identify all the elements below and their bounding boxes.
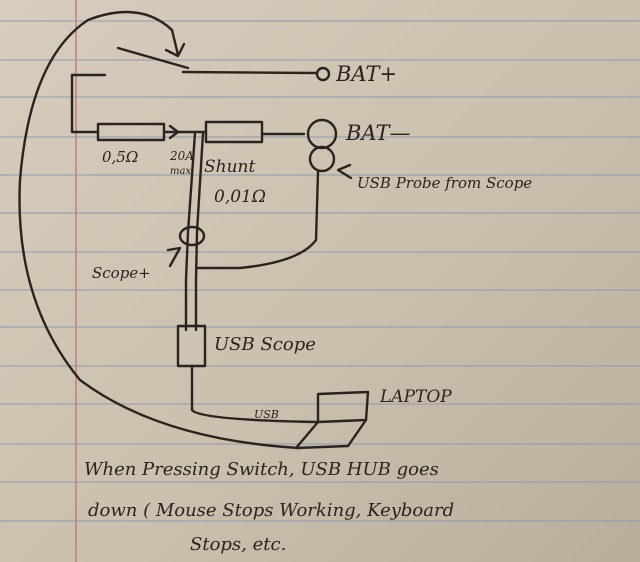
usb-cable-label: USB (254, 408, 279, 421)
probe-return-wire (196, 170, 320, 270)
bat-minus-terminal (306, 118, 338, 150)
usb-probe-clip (308, 145, 336, 173)
usb-cable (190, 364, 320, 424)
resistor-0-5-ohm (96, 122, 166, 142)
scope-ground-wire (194, 131, 205, 332)
rating-max-label: max (170, 166, 191, 177)
note-line-2: down ( Mouse Stops Working, Keyboard (88, 500, 454, 521)
laptop-icon (294, 390, 370, 450)
rating-label: 20A (169, 149, 194, 163)
resistor-value-label: 0,5Ω (102, 148, 138, 166)
laptop-label: LAPTOP (379, 387, 452, 407)
feedback-loop-wire (18, 10, 302, 450)
bat-minus-label: BAT— (345, 121, 410, 145)
loop-arrow-icon (164, 42, 186, 58)
shunt-resistor (204, 120, 264, 144)
scope-plus-clip (178, 225, 206, 247)
scope-arrow-icon (166, 246, 182, 268)
note-line-3: Stops, etc. (190, 534, 286, 555)
shunt-label: Shunt (204, 157, 255, 177)
usb-scope-box (176, 324, 207, 368)
usb-scope-label: USB Scope (214, 334, 316, 355)
probe-arrow-icon (336, 163, 353, 180)
bat-plus-label: BAT+ (335, 62, 397, 86)
shunt-value-label: 0,01Ω (214, 187, 266, 207)
note-line-1: When Pressing Switch, USB HUB goes (84, 459, 439, 480)
paper-ruling (0, 20, 640, 522)
switch-symbol (70, 46, 318, 77)
scope-plus-label: Scope+ (92, 264, 151, 282)
bat-plus-terminal (315, 66, 331, 82)
scope-plus-wire (184, 131, 197, 332)
usb-probe-label: USB Probe from Scope (357, 174, 532, 192)
left-wire (70, 73, 100, 134)
